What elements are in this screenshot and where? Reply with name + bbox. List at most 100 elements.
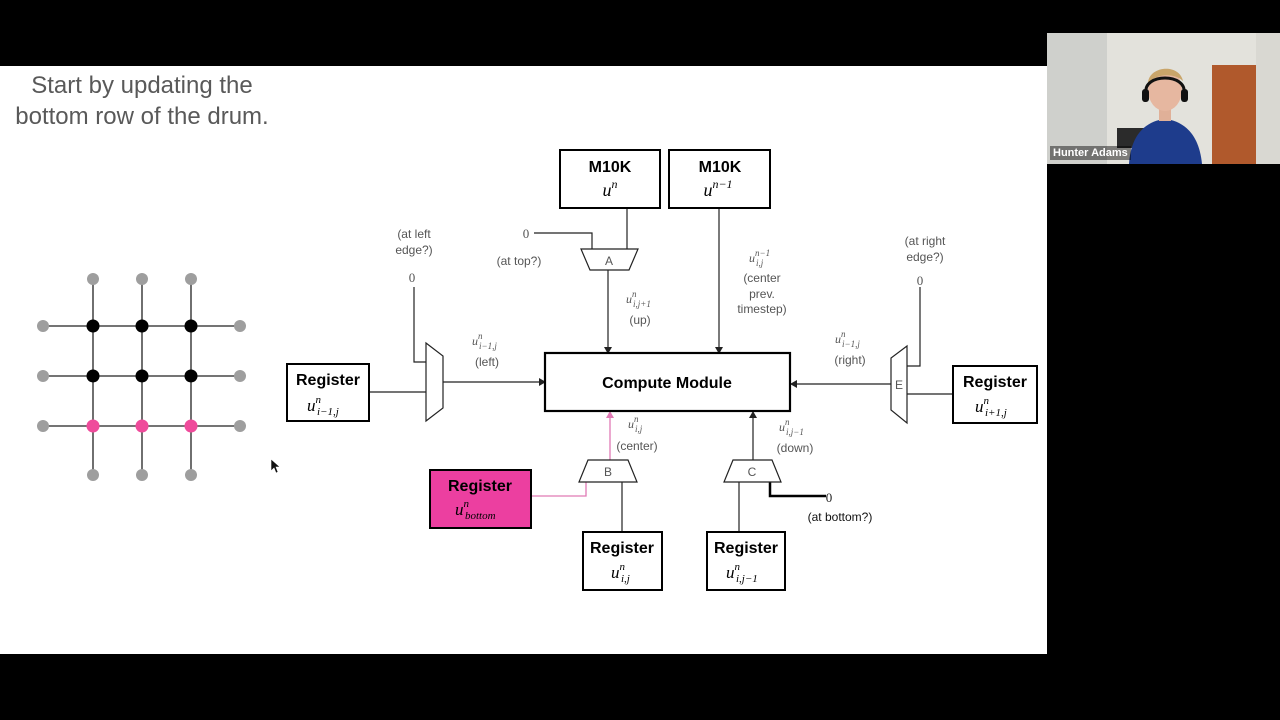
boundary-node <box>234 420 246 432</box>
boundary-node <box>185 469 197 481</box>
wire-zero-to-mux-a <box>534 232 593 249</box>
signal-center-note: (center) <box>616 439 657 453</box>
math-sup: n <box>620 561 626 573</box>
math-sup: n <box>735 561 741 573</box>
math-base: u <box>472 334 478 348</box>
compute-module: Compute Module <box>543 351 792 413</box>
m10k-un-prev: M10K un−1 <box>668 149 771 209</box>
person-shirt <box>1129 119 1202 164</box>
math-base: u <box>455 500 464 519</box>
arrow-down-icon <box>604 347 612 354</box>
boundary-node <box>234 320 246 332</box>
active-node <box>184 419 198 433</box>
m10k-un: M10K un <box>559 149 661 209</box>
grid-nodes <box>37 273 246 481</box>
active-node <box>135 419 149 433</box>
math-sup: n <box>984 395 990 407</box>
math-base: u <box>626 292 632 306</box>
headphones-icon <box>1144 76 1186 94</box>
at-right-label-2: edge?) <box>906 250 943 264</box>
arrow-right-icon <box>539 378 546 386</box>
mux-e-label: E <box>895 378 903 392</box>
math-sup: n <box>841 329 846 339</box>
register-label: Register <box>714 540 778 557</box>
math-sub: i,j <box>635 424 643 434</box>
math-sub: i,j <box>621 573 630 585</box>
register-label: Register <box>448 478 512 495</box>
boundary-node <box>87 273 99 285</box>
m10k-un-prev-value: un−1 <box>703 177 732 200</box>
math-sub: i−1,j <box>479 341 497 351</box>
math-sup: n <box>632 289 637 299</box>
math-sup: n <box>464 498 470 510</box>
math-base: u <box>307 396 316 415</box>
math-base: u <box>611 563 620 582</box>
math-sup: n−1 <box>755 248 770 258</box>
math-base: u <box>835 332 841 346</box>
arrow-up-icon <box>606 411 614 418</box>
boundary-node <box>234 370 246 382</box>
math-sub: i−1,j <box>317 406 339 418</box>
boundary-node <box>37 370 49 382</box>
wire-zero-bottom-to-mux-c <box>768 482 826 498</box>
register-label: Register <box>296 372 360 389</box>
person-hair <box>1148 68 1183 83</box>
math-sup: n <box>785 417 790 427</box>
math-sub: i,j−1 <box>736 573 758 585</box>
math-base: u <box>726 563 735 582</box>
wire-zero-right-to-mux-e <box>907 287 921 367</box>
math-base: u <box>703 180 712 200</box>
math-sup: n <box>316 394 322 406</box>
math-sup: n−1 <box>712 177 732 191</box>
interior-node <box>86 319 100 333</box>
wire-zero-left-to-mux <box>413 287 426 363</box>
math-sub: bottom <box>465 510 496 522</box>
diagram: M10K un M10K un−1 Compute Module Registe… <box>37 149 1038 591</box>
signal-right-note: (right) <box>834 353 865 367</box>
m10k-label: M10K <box>589 159 632 176</box>
door <box>1212 65 1256 164</box>
m10k-un-value: un <box>603 177 618 200</box>
boundary-node <box>136 273 148 285</box>
boundary-node <box>87 469 99 481</box>
wire-reg-bottom-to-mux-b <box>531 482 587 497</box>
math-sub: i,j+1 <box>633 299 651 309</box>
signal-up-note: (up) <box>629 313 650 327</box>
zero-bottom: 0 <box>826 490 833 505</box>
zero-top: 0 <box>523 226 530 241</box>
webcam-tile[interactable]: Hunter Adams <box>1047 33 1280 164</box>
slide <box>0 66 1047 654</box>
boundary-node <box>136 469 148 481</box>
boundary-node <box>185 273 197 285</box>
math-sub: i,j <box>756 258 764 268</box>
boundary-node <box>37 320 49 332</box>
mux-a: A <box>580 248 639 271</box>
interior-node <box>184 319 198 333</box>
math-sup: n <box>612 177 618 191</box>
at-bottom-label: (at bottom?) <box>808 510 873 524</box>
math-sub: i−1,j <box>842 339 860 349</box>
signal-prev-note-2: prev. <box>749 287 775 301</box>
signal-left-note: (left) <box>475 355 499 369</box>
interior-node <box>135 369 149 383</box>
arrowheads <box>539 347 797 418</box>
mux-c-label: C <box>748 465 757 479</box>
at-left-label-1: (at left <box>397 227 431 241</box>
interior-node <box>86 369 100 383</box>
boundary-node <box>37 420 49 432</box>
zero-right: 0 <box>917 273 924 288</box>
